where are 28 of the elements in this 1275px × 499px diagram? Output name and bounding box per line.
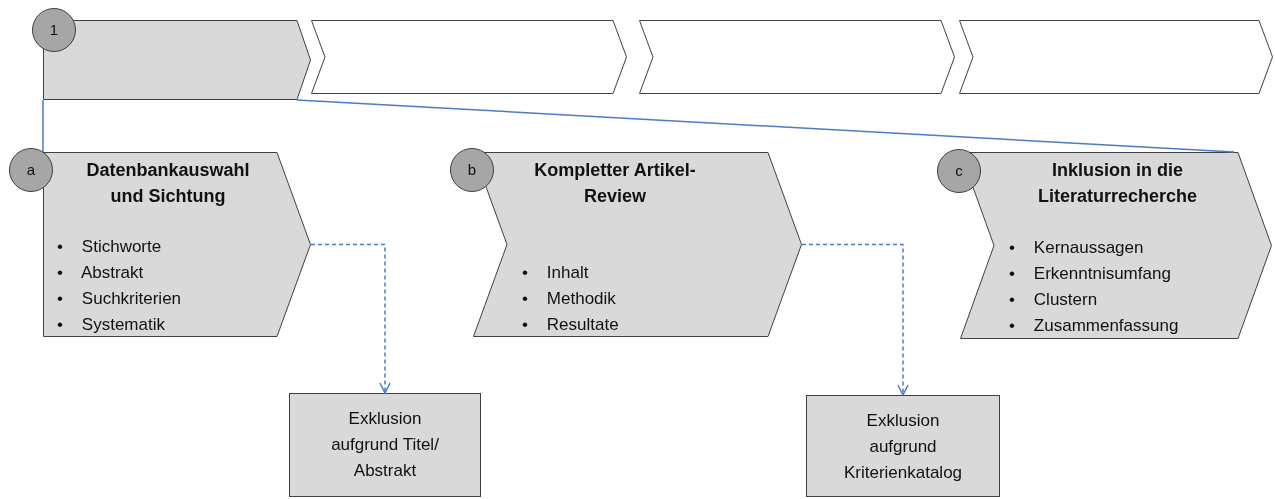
connector-line xyxy=(42,99,44,153)
chevron-shape xyxy=(43,20,311,100)
bullet-item: • Erkenntnisumfang xyxy=(1009,263,1172,285)
step-pentagon xyxy=(960,152,1272,339)
bullet-item: • Methodik xyxy=(522,288,617,310)
chevron-shape xyxy=(959,20,1273,94)
connector-line xyxy=(296,99,1235,153)
dashed-arrow xyxy=(310,243,391,394)
bullet-item: • Kernaussagen xyxy=(1009,237,1145,259)
step-pentagon xyxy=(43,152,311,337)
bullet-item: • Clustern xyxy=(1009,289,1099,311)
bullet-item: • Stichworte xyxy=(57,236,163,258)
chevron-shape xyxy=(311,20,627,94)
bullet-item: • Suchkriterien xyxy=(57,288,182,310)
bullet-item: • Zusammenfassung xyxy=(1009,315,1179,337)
box-text: Exklusion aufgrund Titel/ Abstrakt xyxy=(330,408,440,482)
bullet-item: • Abstrakt xyxy=(57,262,145,284)
step-heading: Kompletter Artikel-Review xyxy=(533,159,697,208)
bullet-item: • Resultate xyxy=(522,314,619,336)
exclusion-box xyxy=(289,393,481,497)
bullet-item: • Inhalt xyxy=(522,262,590,284)
step-heading: Inklusion in die Literaturrecherche xyxy=(1036,159,1199,208)
box-text: Exklusion aufgrund Kriterienkatalog xyxy=(842,410,964,484)
step-heading: Datenbankauswahl und Sichtung xyxy=(85,159,251,208)
bullet-item: • Systematik xyxy=(57,314,166,336)
chevron-shape xyxy=(639,20,955,94)
dashed-arrow xyxy=(801,243,909,396)
exclusion-box xyxy=(806,395,1000,497)
